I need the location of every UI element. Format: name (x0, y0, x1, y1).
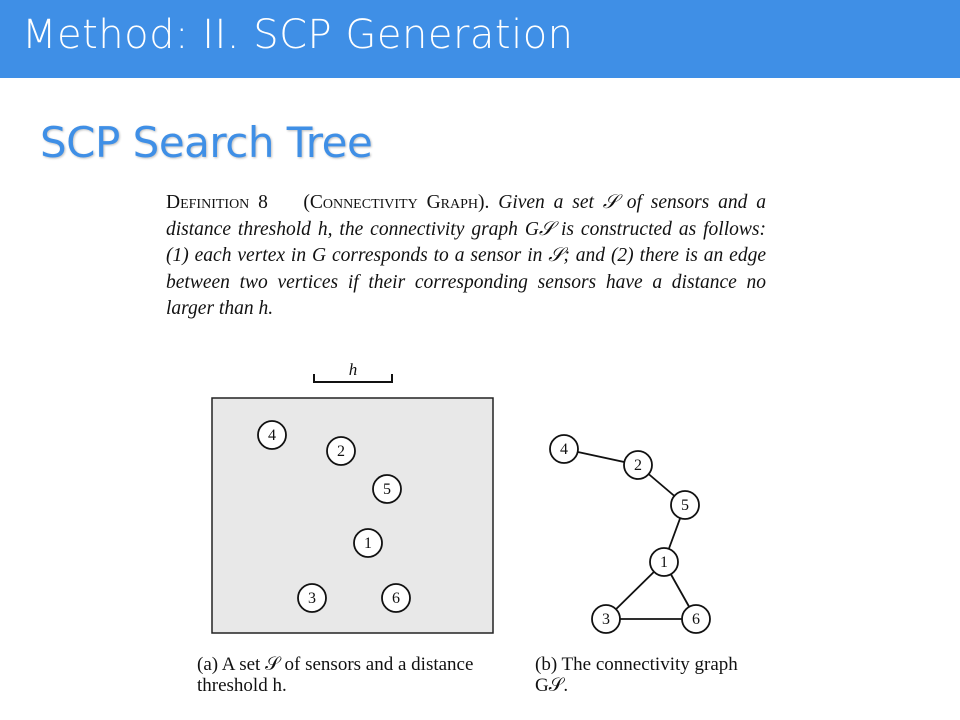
graph-node-circle (670, 490, 700, 520)
sensor-label: 5 (383, 481, 391, 498)
sensor-2: 2 (326, 436, 356, 466)
sensor-circle (381, 583, 411, 613)
sensor-label: 3 (308, 590, 316, 607)
sensor-6: 6 (381, 583, 411, 613)
title-bar: Method: II. SCP Generation (0, 0, 960, 78)
graph-node-circle (549, 434, 579, 464)
slide-subtitle: SCP Search Tree (40, 118, 373, 167)
definition-block: Definition 8 (Connectivity Graph). Given… (166, 190, 766, 323)
sensor-circle (297, 583, 327, 613)
sensor-field (211, 397, 494, 634)
sensor-label: 1 (364, 535, 372, 552)
graph-node-5: 5 (670, 490, 700, 520)
graph-node-label: 6 (692, 611, 700, 628)
graph-node-label: 3 (602, 611, 610, 628)
graph-nodes: 4 2 5 1 3 6 (549, 434, 711, 634)
sensor-label: 2 (337, 443, 345, 460)
sensor-5: 5 (372, 474, 402, 504)
graph-node-circle (649, 547, 679, 577)
graph-node-3: 3 (591, 604, 621, 634)
sensor-circle (257, 420, 287, 450)
caption-a: (a) A set 𝒮 of sensors and a distance th… (197, 654, 474, 696)
graph-node-2: 2 (623, 450, 653, 480)
definition-term: (Connectivity Graph). (303, 192, 490, 213)
threshold-bracket (313, 374, 393, 383)
definition-number: Definition 8 (166, 192, 268, 213)
sensor-circle (326, 436, 356, 466)
graph-node-label: 2 (634, 457, 642, 474)
sensor-1: 1 (353, 528, 383, 558)
sensor-3: 3 (297, 583, 327, 613)
graph-node-circle (623, 450, 653, 480)
sensor-set: 4 2 5 1 3 6 (257, 420, 411, 613)
threshold-label: h (349, 360, 358, 379)
slide-title: Method: II. SCP Generation (22, 12, 574, 58)
graph-node-circle (681, 604, 711, 634)
sensor-label: 6 (392, 590, 400, 607)
sensor-circle (372, 474, 402, 504)
graph-node-6: 6 (681, 604, 711, 634)
graph-node-label: 4 (560, 441, 568, 458)
graph-node-label: 1 (660, 554, 668, 571)
graph-node-label: 5 (681, 497, 689, 514)
graph-node-1: 1 (649, 547, 679, 577)
sensor-circle (353, 528, 383, 558)
graph-node-4: 4 (549, 434, 579, 464)
definition-body: Given a set 𝒮 of sensors and a distance … (166, 192, 766, 319)
graph-node-circle (591, 604, 621, 634)
caption-b: (b) The connectivity graph G𝒮. (535, 654, 738, 696)
sensor-label: 4 (268, 427, 276, 444)
sensor-4: 4 (257, 420, 287, 450)
